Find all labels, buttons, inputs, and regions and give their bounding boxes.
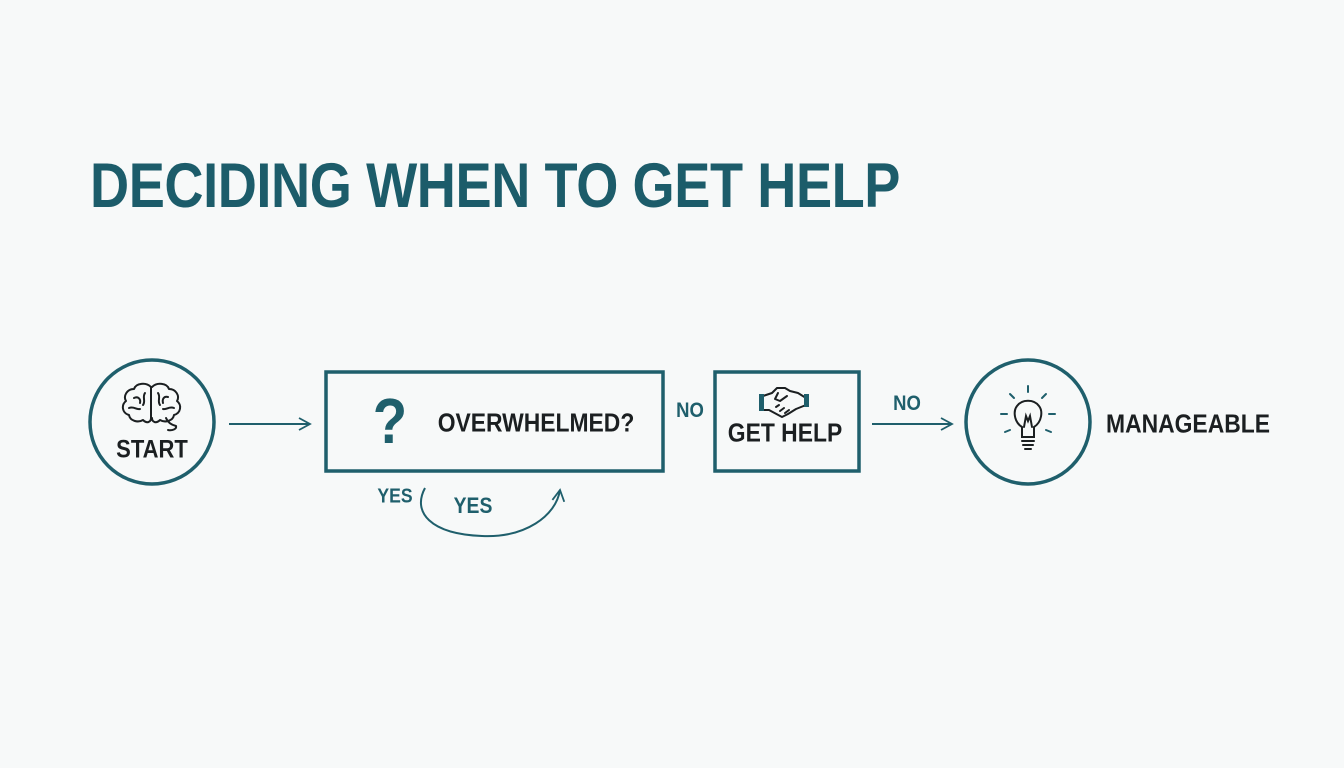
manageable-node	[964, 358, 1092, 486]
start-node	[88, 358, 216, 486]
question-mark-icon: ?	[372, 385, 408, 457]
manageable-label: MANAGEABLE	[1106, 408, 1270, 439]
edge-label-no-1: NO	[676, 399, 704, 422]
light-rays	[1000, 385, 1056, 433]
edge-label-yes-1: YES	[377, 485, 413, 508]
get-help-box	[713, 370, 861, 473]
yes-loop-arrow	[420, 487, 566, 538]
page-title: DECIDING WHEN TO GET HELP	[90, 151, 901, 221]
overwhelmed-box	[324, 370, 665, 473]
start-label: START	[116, 435, 188, 464]
get-help-label: GET HELP	[727, 417, 843, 448]
brain-icon	[121, 382, 182, 432]
lightbulb-icon	[1013, 399, 1043, 450]
overwhelmed-label: OVERWHELMED?	[437, 407, 635, 438]
edge-label-yes-2: YES	[453, 493, 493, 518]
edge-label-no-2: NO	[893, 392, 921, 415]
handshake-icon	[759, 387, 809, 418]
